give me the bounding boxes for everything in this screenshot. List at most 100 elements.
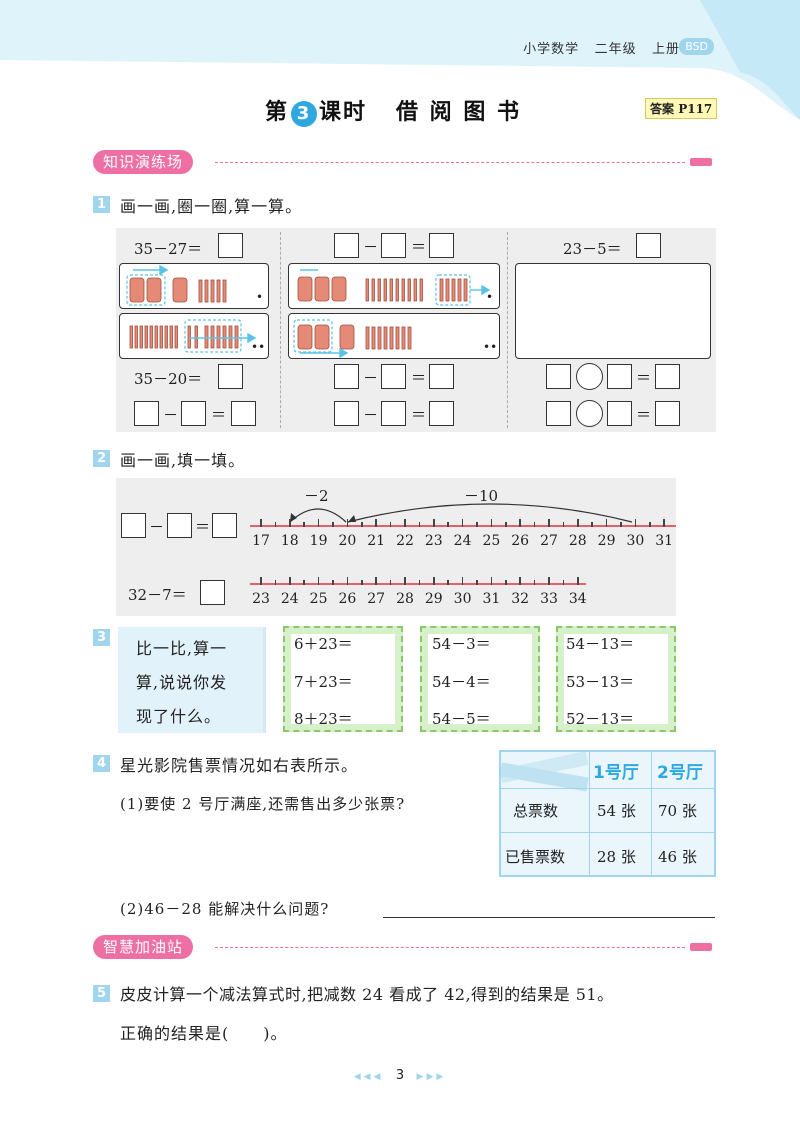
number-line-tick bbox=[289, 577, 291, 585]
header-volume: 上册 bbox=[651, 42, 680, 57]
q4-answer-line[interactable] bbox=[383, 917, 715, 918]
number-line-tick bbox=[577, 519, 579, 527]
number-line-label: 28 bbox=[396, 591, 414, 607]
q3-expression[interactable]: 54－5＝ bbox=[432, 710, 491, 728]
number-line-tick bbox=[346, 519, 349, 527]
answer-box[interactable] bbox=[212, 513, 237, 538]
question-number-2: 2 bbox=[93, 450, 110, 467]
number-line-minor-tick bbox=[533, 522, 536, 527]
q1-col1-equation-2: 35－20＝ bbox=[134, 370, 203, 388]
equals-sign: ＝ bbox=[211, 406, 227, 424]
operator-circle[interactable] bbox=[576, 363, 603, 390]
number-line-label: 20 bbox=[338, 533, 357, 549]
answer-box[interactable] bbox=[334, 401, 359, 426]
q3-expression[interactable]: 8＋23＝ bbox=[294, 710, 353, 728]
number-line-minor-tick bbox=[389, 580, 392, 585]
number-line-minor-tick bbox=[361, 522, 363, 527]
answer-box[interactable] bbox=[607, 364, 632, 389]
q3-group-1 bbox=[283, 626, 403, 732]
number-line-minor-tick bbox=[332, 580, 334, 585]
q3-expression[interactable]: 7＋23＝ bbox=[294, 673, 353, 691]
answer-box[interactable] bbox=[334, 233, 359, 258]
number-line-tick bbox=[634, 519, 637, 527]
answer-box[interactable] bbox=[546, 401, 571, 426]
answer-box[interactable] bbox=[334, 364, 359, 389]
answer-box[interactable] bbox=[121, 513, 146, 538]
title-prefix: 第 bbox=[265, 100, 290, 125]
answer-box[interactable] bbox=[546, 364, 571, 389]
table-header-hall-2: 2号厅 bbox=[657, 763, 703, 783]
operator-circle[interactable] bbox=[576, 400, 603, 427]
q3-expression[interactable]: 53－13＝ bbox=[566, 673, 635, 691]
q4-subquestion-2: (2)46－28 能解决什么问题? bbox=[120, 900, 330, 918]
number-line-tick bbox=[289, 519, 291, 527]
equals-sign: ＝ bbox=[636, 369, 652, 387]
header-book-info: 小学数学 二年级 上册 bbox=[523, 38, 680, 57]
number-line-label: 29 bbox=[597, 533, 616, 549]
q3-expression[interactable]: 54－3＝ bbox=[432, 635, 491, 653]
number-line-label: 26 bbox=[338, 591, 357, 607]
answer-box[interactable] bbox=[655, 401, 680, 426]
number-line-minor-tick bbox=[505, 522, 507, 527]
counting-sticks-illustration bbox=[126, 264, 491, 359]
number-line-tick bbox=[548, 577, 550, 585]
answer-box[interactable] bbox=[200, 580, 225, 605]
answer-box[interactable] bbox=[429, 364, 454, 389]
q1-prompt: 画一画,圈一圈,算一算。 bbox=[120, 197, 303, 216]
table-row-label: 已售票数 bbox=[505, 848, 566, 866]
answer-box[interactable] bbox=[218, 364, 243, 389]
answer-box[interactable] bbox=[429, 401, 454, 426]
table-cell: 28 张 bbox=[597, 848, 636, 866]
q3-expression[interactable]: 54－13＝ bbox=[566, 635, 635, 653]
q3-expression[interactable]: 54－4＝ bbox=[432, 673, 491, 691]
answer-box[interactable] bbox=[381, 401, 406, 426]
answer-box[interactable] bbox=[429, 233, 454, 258]
answer-page: P117 bbox=[678, 102, 713, 116]
answer-box[interactable] bbox=[636, 233, 661, 258]
answer-box[interactable] bbox=[181, 401, 206, 426]
q1-divider bbox=[280, 232, 281, 428]
q3-expression[interactable]: 6＋23＝ bbox=[294, 635, 353, 653]
number-line-jumps bbox=[289, 503, 633, 523]
q1-divider bbox=[507, 232, 508, 428]
equals-sign: ＝ bbox=[195, 518, 211, 536]
number-line-minor-tick bbox=[476, 522, 478, 527]
q5-line-1: 皮皮计算一个减法算式时,把减数 24 看成了 42,得到的结果是 51。 bbox=[120, 985, 614, 1004]
q3-group-3 bbox=[556, 626, 676, 732]
number-line-minor-tick bbox=[447, 580, 449, 585]
answer-reference: 答案 P117 bbox=[645, 98, 718, 119]
number-line-tick bbox=[605, 519, 608, 527]
number-line-tick bbox=[260, 577, 262, 585]
dot-marker: •• bbox=[483, 340, 498, 354]
section-challenge-label: 智慧加油站 bbox=[93, 935, 194, 959]
number-line-minor-tick bbox=[332, 522, 334, 527]
page-number: 3 bbox=[395, 1068, 405, 1083]
table-cell: 46 张 bbox=[658, 848, 697, 866]
number-line-tick bbox=[461, 519, 464, 527]
answer-box[interactable] bbox=[231, 401, 256, 426]
section-divider bbox=[215, 162, 685, 163]
number-line-tick bbox=[404, 577, 406, 585]
number-line-minor-tick bbox=[303, 580, 305, 585]
answer-box[interactable] bbox=[167, 513, 192, 538]
answer-box[interactable] bbox=[218, 233, 243, 258]
section-practice-label: 知识演练场 bbox=[93, 150, 194, 174]
number-line-minor-tick bbox=[418, 580, 421, 585]
equals-sign: ＝ bbox=[411, 238, 427, 256]
number-line-minor-tick bbox=[620, 522, 622, 527]
table-divider bbox=[651, 752, 652, 875]
answer-box[interactable] bbox=[134, 401, 159, 426]
lesson-name: 借 阅 图 书 bbox=[396, 100, 521, 125]
minus-sign: － bbox=[363, 238, 379, 256]
q1-col3-drawing-area[interactable] bbox=[515, 263, 711, 359]
number-line-tick bbox=[346, 577, 349, 585]
number-line-label: 30 bbox=[626, 533, 645, 549]
answer-box[interactable] bbox=[381, 233, 406, 258]
number-line-label: 23 bbox=[252, 591, 270, 607]
answer-box[interactable] bbox=[607, 401, 632, 426]
minus-sign: － bbox=[163, 406, 179, 424]
answer-box[interactable] bbox=[655, 364, 680, 389]
number-line-minor-tick bbox=[476, 580, 478, 585]
answer-box[interactable] bbox=[381, 364, 406, 389]
q3-expression[interactable]: 52－13＝ bbox=[566, 710, 635, 728]
